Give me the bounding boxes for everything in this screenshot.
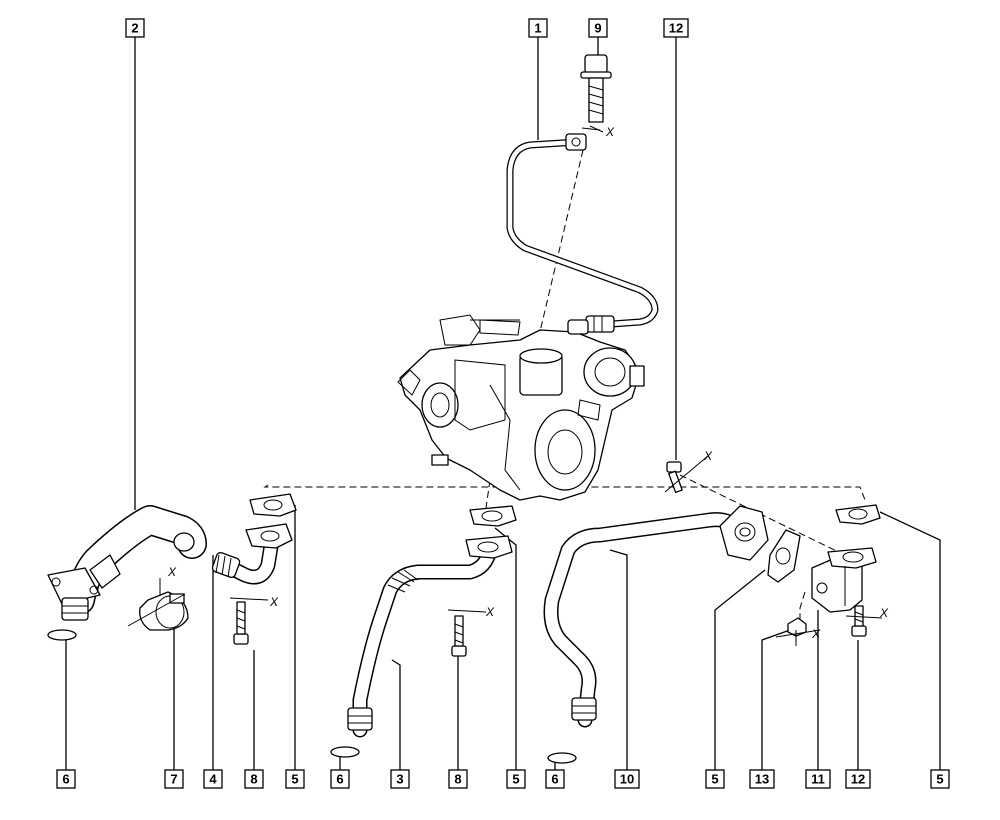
callout-bottom-6: 6 [330, 769, 350, 789]
callout-number: 12 [851, 772, 865, 787]
tighten-mark: X [703, 449, 713, 463]
callout-bottom-10: 10 [614, 769, 640, 789]
callout-number: 6 [551, 772, 558, 787]
o-ring-6-left [47, 629, 77, 641]
tighten-mark: X [167, 565, 177, 579]
banjo-bolt-9 [580, 54, 612, 133]
callout-bottom-4: 4 [203, 769, 223, 789]
callout-number: 12 [669, 21, 683, 36]
callout-number: 7 [170, 772, 177, 787]
turbocharger-assembly [397, 314, 645, 501]
callout-number: 10 [620, 772, 634, 787]
callout-bottom-5: 5 [506, 769, 526, 789]
leader-lines [65, 37, 941, 770]
union-fitting-4 [211, 523, 293, 585]
tighten-markers: X X X X X X X [167, 125, 889, 641]
callout-number: 8 [250, 772, 257, 787]
callout-bottom-8: 8 [448, 769, 468, 789]
hose-clamp-7 [127, 578, 189, 631]
callout-number: 13 [755, 772, 769, 787]
callout-top-2: 2 [125, 18, 145, 38]
callout-number: 5 [291, 772, 298, 787]
callout-top-1: 1 [528, 18, 548, 38]
callout-bottom-5: 5 [285, 769, 305, 789]
callout-bottom-5: 5 [930, 769, 950, 789]
bolt-8-left [229, 597, 269, 645]
callout-bottom-6: 6 [545, 769, 565, 789]
bolt-12-right [845, 605, 883, 637]
callout-number: 6 [62, 772, 69, 787]
callout-top-12: 12 [663, 18, 689, 38]
callout-bottom-3: 3 [390, 769, 410, 789]
tighten-mark: X [811, 627, 821, 641]
gasket-5-right [835, 504, 881, 525]
tighten-mark: X [879, 606, 889, 620]
callout-number: 6 [336, 772, 343, 787]
tighten-mark: X [605, 125, 615, 139]
callout-bottom-11: 11 [805, 769, 831, 789]
callout-bottom-8: 8 [244, 769, 264, 789]
callout-number: 4 [209, 772, 217, 787]
callout-number: 3 [396, 772, 403, 787]
coolant-union-11 [811, 547, 877, 613]
bolt-8-center [447, 609, 487, 657]
callout-top-9: 9 [588, 18, 608, 38]
callout-bottom-12: 12 [845, 769, 871, 789]
gasket-5-left [249, 493, 297, 517]
callout-number: 5 [512, 772, 519, 787]
bottom-callouts: 6 7 4 8 5 6 3 8 [56, 769, 950, 789]
bolt-12-top [664, 455, 709, 494]
callout-number: 1 [534, 21, 541, 36]
tighten-mark: X [485, 605, 495, 619]
gasket-5-coolant [767, 529, 801, 583]
gasket-5-center [469, 505, 517, 527]
callout-number: 8 [454, 772, 461, 787]
callout-bottom-6: 6 [56, 769, 76, 789]
breather-hose-2 [47, 505, 207, 621]
oil-return-pipe-3 [347, 535, 513, 738]
callout-number: 2 [131, 21, 138, 36]
coolant-pipe-10 [543, 505, 769, 728]
nut-13 [775, 617, 821, 646]
callout-bottom-13: 13 [749, 769, 775, 789]
callout-bottom-5: 5 [705, 769, 725, 789]
callout-number: 9 [594, 21, 601, 36]
oil-feed-pipe-1 [506, 133, 659, 335]
callout-number: 5 [711, 772, 718, 787]
callout-number: 11 [811, 772, 825, 787]
tighten-mark: X [269, 595, 279, 609]
callout-number: 5 [936, 772, 943, 787]
o-ring-6-right [547, 752, 577, 764]
o-ring-6-center [330, 746, 360, 758]
callout-bottom-7: 7 [164, 769, 184, 789]
